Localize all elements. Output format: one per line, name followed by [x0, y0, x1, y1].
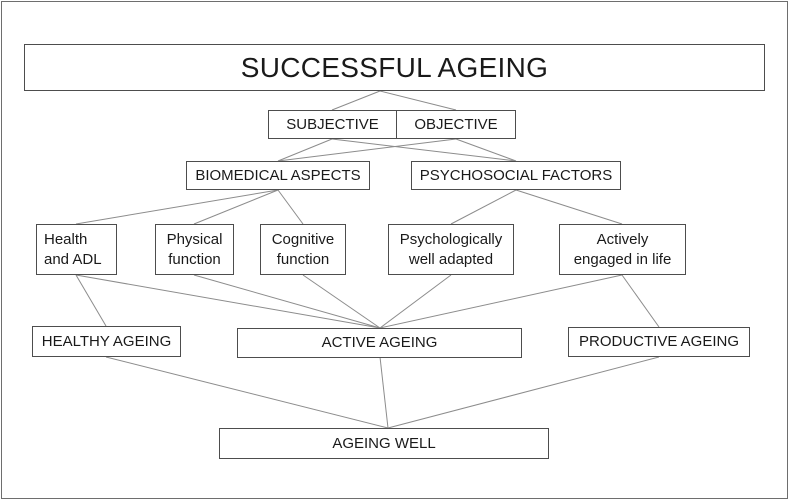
connector-engaged-active	[379, 274, 623, 329]
connector-healthy-well	[105, 356, 389, 429]
node-physical-function: Physical function	[155, 224, 234, 275]
node-actively-engaged-in-life: Actively engaged in life	[559, 224, 686, 275]
node-subjective: SUBJECTIVE	[268, 110, 397, 139]
connector-health-active	[75, 274, 381, 329]
connector-objective-biomedical	[277, 138, 457, 162]
node-successful-ageing: SUCCESSFUL AGEING	[24, 44, 765, 91]
connector-health-healthy	[75, 274, 107, 327]
node-cognitive-function: Cognitive function	[260, 224, 346, 275]
connector-psychosocial-engaged	[515, 189, 623, 225]
connector-subjective-psychosocial	[331, 138, 517, 162]
connector-biomedical-cognitive	[277, 189, 304, 225]
connector-title-subjective	[331, 90, 381, 111]
connector-subjective-biomedical	[277, 138, 333, 162]
connector-objective-psychosocial	[455, 138, 517, 162]
node-ageing-well: AGEING WELL	[219, 428, 549, 459]
connector-biomedical-physical	[193, 189, 279, 225]
connector-active-well	[379, 356, 389, 429]
connector-title-objective	[379, 90, 457, 111]
connector-psych-active	[379, 274, 452, 329]
node-active-ageing: ACTIVE AGEING	[237, 328, 522, 358]
node-biomedical-aspects: BIOMEDICAL ASPECTS	[186, 161, 370, 190]
node-objective: OBJECTIVE	[396, 110, 516, 139]
connector-psychosocial-psych	[450, 189, 517, 225]
connector-physical-active	[193, 274, 381, 329]
node-health-and-adl: Health and ADL	[36, 224, 117, 275]
node-psychosocial-factors: PSYCHOSOCIAL FACTORS	[411, 161, 621, 190]
node-productive-ageing: PRODUCTIVE AGEING	[568, 327, 750, 357]
connector-cognitive-active	[302, 274, 381, 329]
connector-engaged-productive	[621, 274, 660, 328]
connector-biomedical-health	[75, 189, 279, 225]
connector-productive-well	[387, 356, 660, 429]
node-psychologically-well-adapted: Psychologically well adapted	[388, 224, 514, 275]
node-healthy-ageing: HEALTHY AGEING	[32, 326, 181, 357]
